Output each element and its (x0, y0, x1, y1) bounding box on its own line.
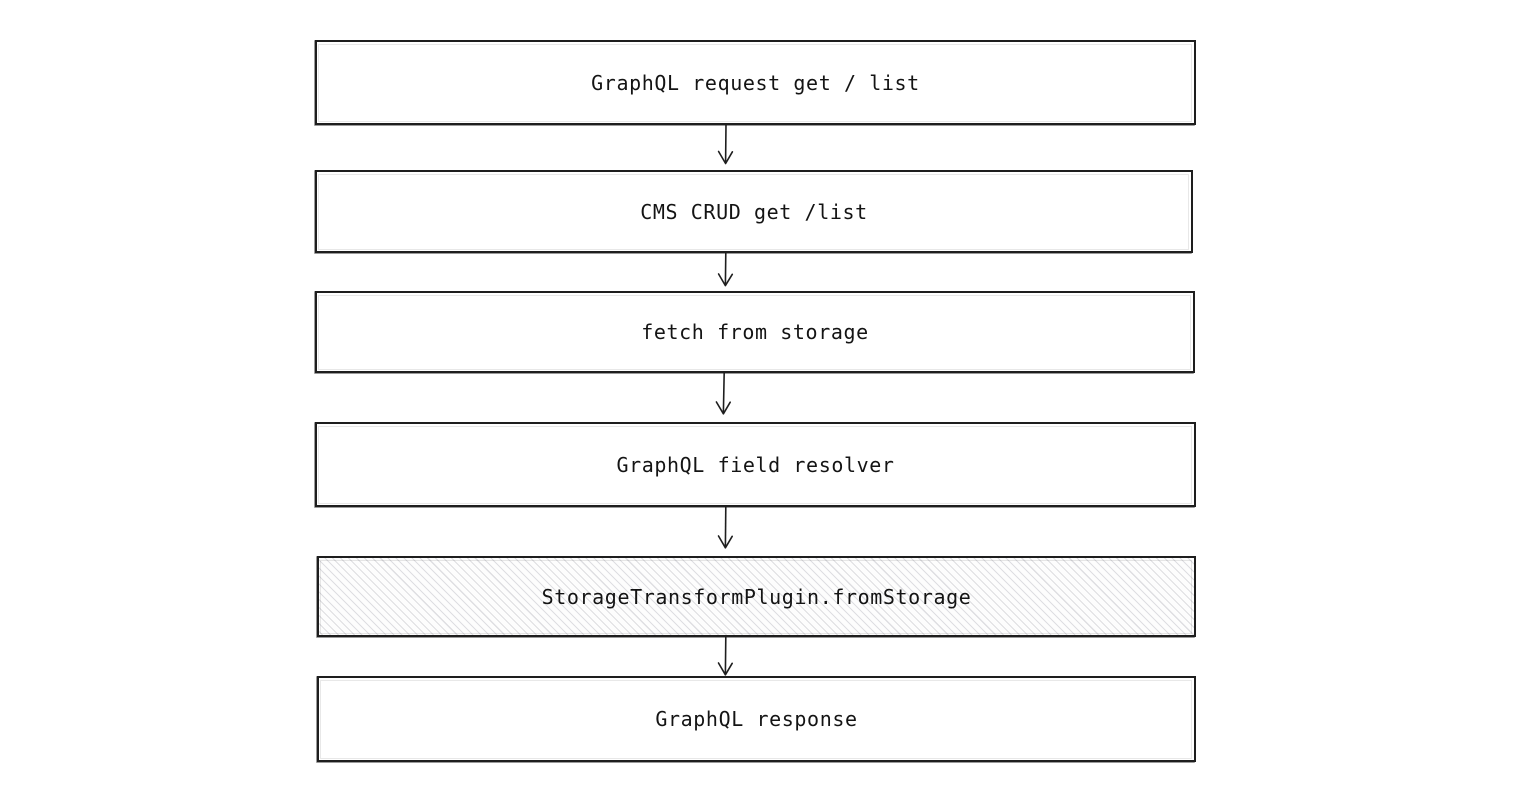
flow-node-label: GraphQL field resolver (616, 452, 895, 477)
flow-node-graphql-field-resolver[interactable]: GraphQL field resolver (314, 422, 1196, 508)
flow-node-storage-transform-plugin[interactable]: StorageTransformPlugin.fromStorage (316, 556, 1196, 638)
flow-node-graphql-request[interactable]: GraphQL request get / list (314, 40, 1196, 126)
flow-node-cms-crud[interactable]: CMS CRUD get /list (314, 170, 1193, 254)
flow-node-fetch-from-storage[interactable]: fetch from storage (314, 291, 1195, 374)
flow-node-label: fetch from storage (641, 320, 869, 344)
flow-node-label: StorageTransformPlugin.fromStorage (541, 584, 972, 609)
flow-node-label: GraphQL request get / list (591, 70, 920, 95)
flow-node-label: CMS CRUD get /list (640, 199, 868, 224)
edge-fetch-from-storage-to-graphql-field-resolver (708, 371, 740, 422)
edge-graphql-request-to-cms-crud (710, 123, 742, 171)
flow-node-label: GraphQL response (655, 707, 858, 731)
edge-graphql-field-resolver-to-storage-transform-plugin (710, 505, 742, 556)
flow-node-graphql-response[interactable]: GraphQL response (316, 676, 1196, 763)
edge-cms-crud-to-fetch-from-storage (710, 251, 742, 293)
